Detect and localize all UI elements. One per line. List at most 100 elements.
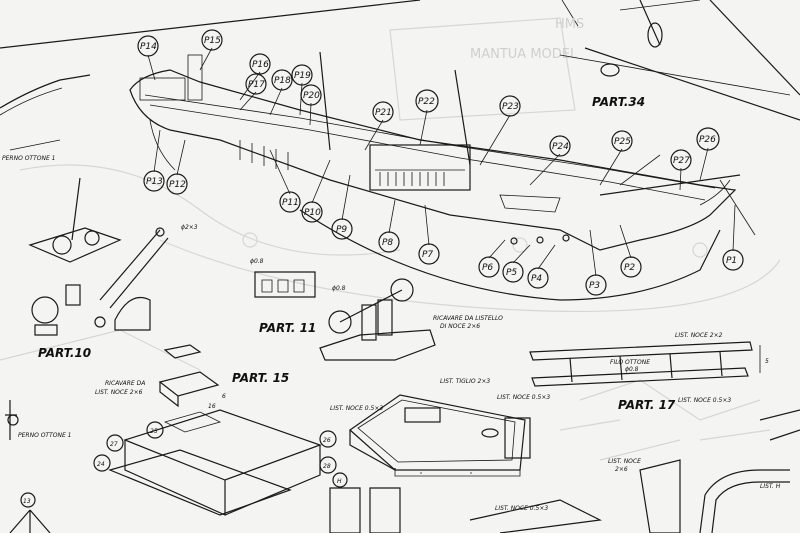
callout-p17: P17 [239, 73, 267, 111]
label-H: H [337, 478, 342, 485]
svg-text:P7: P7 [422, 250, 433, 260]
part15-title: PART. 15 [232, 371, 289, 385]
svg-text:P13: P13 [146, 177, 163, 187]
label-28: 28 [323, 463, 331, 470]
dim-5: 5 [765, 358, 769, 365]
svg-text:P9: P9 [336, 225, 347, 235]
list-h-note: LIST. H [760, 483, 781, 490]
svg-text:P6: P6 [482, 263, 493, 273]
faint-header-1: MANTUA MODEL [470, 47, 578, 62]
dia-2x3-note: ϕ2×3 [181, 224, 198, 231]
callout-p15: P15 [199, 29, 223, 71]
svg-text:P2: P2 [624, 263, 635, 273]
svg-text:P1: P1 [726, 256, 737, 266]
svg-text:P10: P10 [304, 208, 321, 218]
svg-text:P16: P16 [252, 60, 269, 70]
dia-08-note-b: ϕ0.8 [332, 285, 346, 292]
svg-text:P26: P26 [699, 135, 716, 145]
svg-text:P12: P12 [169, 180, 186, 190]
paper-edges [0, 0, 800, 96]
callout-p14: P14 [137, 35, 159, 81]
perno-ottone-note-bottom: PERNO OTTONE 1 [18, 432, 71, 439]
svg-text:P15: P15 [204, 36, 221, 46]
list-noce-2x6b-dim: 2×6 [615, 466, 628, 473]
callout-p19: P19 [291, 64, 313, 116]
listello-note-2: DI NOCE 2×6 [440, 323, 480, 330]
callout-p13: P13 [143, 129, 165, 192]
callout-p23: P23 [479, 95, 521, 166]
callout-group: P14 P15 P16 P17 P18 P19 P20 P21 P22 P23 … [137, 29, 744, 296]
callout-p21: P21 [364, 101, 394, 151]
part11-pump-drawing: ϕ0.8 PART. 11 ϕ0.8 RICAVARE DA LISTELLO … [250, 258, 503, 361]
list-noce-05x3-note-d: LIST. NOCE 0.5×3 [678, 397, 731, 404]
callout-p2: P2 [619, 224, 642, 278]
bottom-right-parts: LIST. NOCE 2×6 LIST. H [608, 409, 800, 533]
list-tiglio-note: LIST. TIGLIO 2×3 [440, 378, 490, 385]
label-24: 24 [97, 461, 105, 468]
list-noce-2x6-note: LIST. NOCE 2×6 [95, 389, 143, 396]
listello-note: RICAVARE DA LISTELLO [433, 315, 503, 322]
label-27: 27 [110, 441, 118, 448]
list-noce-05x3-note-a: LIST. NOCE 0.5×3 [330, 405, 383, 412]
ricavare-noce-note: RICAVARE DA [105, 380, 145, 387]
callout-p10: P10 [301, 159, 331, 223]
svg-text:P21: P21 [375, 108, 392, 118]
callout-p4: P4 [527, 244, 556, 289]
svg-text:P22: P22 [418, 97, 435, 107]
svg-text:P5: P5 [506, 268, 517, 278]
svg-text:P14: P14 [140, 42, 157, 52]
stern-curve-drawing: PERNO OTTONE 1 [0, 74, 91, 162]
callout-p16: P16 [239, 53, 271, 101]
part11-title: PART. 11 [259, 321, 316, 335]
callout-p20: P20 [300, 84, 322, 126]
part10-wheel-drawing: ϕ2×3 PART.10 [28, 177, 198, 360]
deck-assembly-drawing: LIST. TIGLIO 2×3 LIST. NOCE 0.5×3 LIST. … [330, 378, 603, 533]
part15-drawing: RICAVARE DA LIST. NOCE 2×6 PART. 15 6 16 [95, 344, 322, 516]
callout-p5: P5 [502, 244, 531, 283]
part10-title: PART.10 [38, 346, 91, 360]
callout-p11: P11 [269, 149, 301, 213]
callout-p6: P6 [478, 239, 506, 278]
dim-6: 6 [222, 393, 226, 400]
svg-text:P4: P4 [531, 274, 542, 284]
perno-ottone-note-top: PERNO OTTONE 1 [2, 155, 55, 162]
list-noce-2x2-note: LIST. NOCE 2×2 [675, 332, 723, 339]
svg-text:P20: P20 [303, 91, 320, 101]
callout-p27: P27 [670, 149, 692, 191]
label-13: 13 [23, 498, 31, 505]
callout-p25: P25 [599, 130, 633, 186]
callout-p1: P1 [722, 204, 744, 271]
svg-text:P24: P24 [552, 142, 569, 152]
label-25: 25 [150, 428, 158, 435]
part17-title: PART. 17 [618, 398, 676, 412]
lower-left-parts: PERNO OTTONE 1 [5, 400, 401, 533]
callout-p26: P26 [696, 127, 720, 181]
svg-text:P18: P18 [274, 76, 291, 86]
part17-ladder-drawing: 5 LIST. NOCE 2×2 FILO OTTONE ϕ0.8 PART. … [529, 332, 769, 412]
svg-text:P23: P23 [502, 102, 519, 112]
svg-text:P19: P19 [294, 71, 311, 81]
callout-p24: P24 [529, 135, 571, 186]
callout-p22: P22 [415, 89, 439, 146]
label-26: 26 [323, 437, 331, 444]
part15-index-labels: 26 27 24 25 28 13 H [20, 421, 348, 508]
callout-p3: P3 [585, 229, 607, 296]
svg-text:P27: P27 [673, 156, 690, 166]
dim-16: 16 [208, 403, 216, 410]
callout-p8: P8 [378, 199, 400, 253]
svg-text:P25: P25 [614, 137, 631, 147]
svg-text:P17: P17 [248, 80, 265, 90]
list-noce-2x6b-note: LIST. NOCE [608, 458, 641, 465]
svg-text:P3: P3 [589, 281, 600, 291]
list-noce-05x3-note-b: LIST. NOCE 0.5×3 [497, 394, 550, 401]
svg-text:P11: P11 [282, 198, 299, 208]
rigging-detail-part34: PART.34 [559, 0, 800, 121]
part34-title: PART.34 [592, 95, 645, 109]
filo-ottone-dim: ϕ0.8 [625, 366, 639, 373]
ship-hull-drawing [129, 51, 756, 301]
callout-p7: P7 [418, 204, 440, 265]
filo-ottone-note: FILO OTTONE [610, 359, 650, 366]
faint-header-2: HMS [555, 17, 584, 32]
svg-text:P8: P8 [382, 238, 393, 248]
